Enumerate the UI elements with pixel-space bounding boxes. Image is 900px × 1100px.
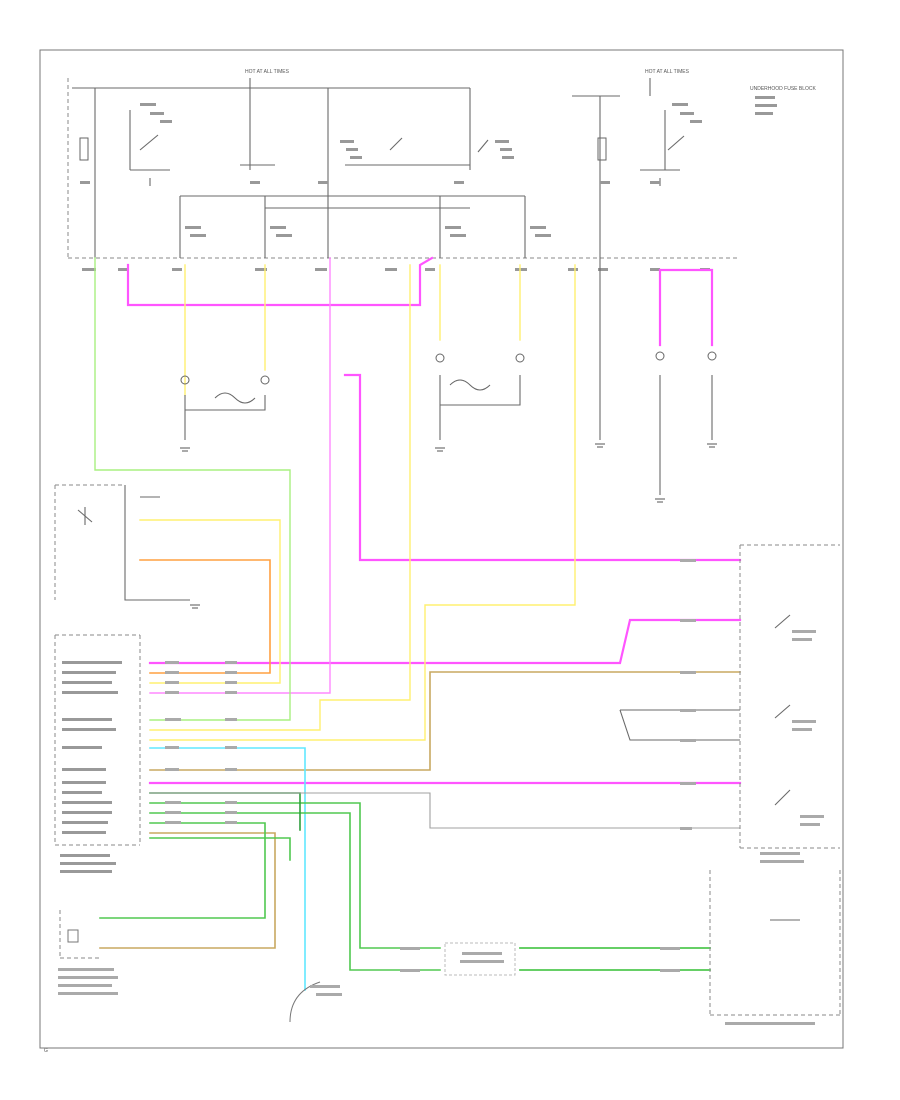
ground-icon: [435, 447, 445, 452]
lamp-icon: [515, 353, 525, 363]
lamp-icon: [707, 351, 717, 361]
lamp-symbols: [180, 351, 717, 404]
underhood-fuse-block: [67, 78, 740, 259]
diagram-code-label: G: [44, 1048, 48, 1054]
ground-icon: [180, 447, 190, 452]
instrument-panel-cluster: [709, 870, 841, 1025]
dimmer-sensor: [289, 981, 342, 1023]
green-right-wires: [519, 947, 711, 971]
ground-icon: [707, 443, 717, 448]
cyan-circuit-wire: [149, 747, 306, 991]
ambient-light-sensor: [58, 910, 118, 995]
lamp-icon: [435, 353, 445, 363]
underhood-fuse-block-label: UNDERHOOD FUSE BLOCK: [750, 86, 817, 92]
hot-at-all-times-label-left: HOT AT ALL TIMES: [245, 69, 290, 75]
ground-icon: [595, 443, 605, 448]
lamp-icon: [260, 375, 270, 385]
black-circuit-wires: [124, 258, 740, 741]
lamp-icon: [180, 375, 190, 385]
ground-icon: [190, 604, 200, 609]
wire-label-marks: [165, 559, 696, 972]
relay-right: [597, 137, 607, 161]
dimmer-switch-box: [739, 544, 840, 863]
ground-icon: [655, 498, 665, 503]
gray-circuit-wire: [149, 792, 741, 829]
fuse-block-label-marks: [80, 96, 777, 271]
diagram-frame: [39, 49, 844, 1049]
hot-at-all-times-label-right: HOT AT ALL TIMES: [645, 69, 690, 75]
light-green-circuit-wire: [94, 257, 291, 721]
lamp-icon: [655, 351, 665, 361]
pink-wire-thin: [149, 257, 331, 694]
tan-circuit-wires: [99, 671, 741, 949]
bcm-pin-label-marks: [60, 661, 122, 873]
yellow-circuit-wires: [139, 264, 576, 741]
body-control-module: [54, 634, 141, 846]
green-circuit-wires: [99, 802, 441, 971]
headlamp-switch: [54, 484, 125, 600]
orange-circuit-wire: [139, 559, 271, 674]
relay-left: [79, 137, 89, 161]
ground-symbols: [180, 443, 717, 609]
splice-pack: [444, 942, 516, 976]
